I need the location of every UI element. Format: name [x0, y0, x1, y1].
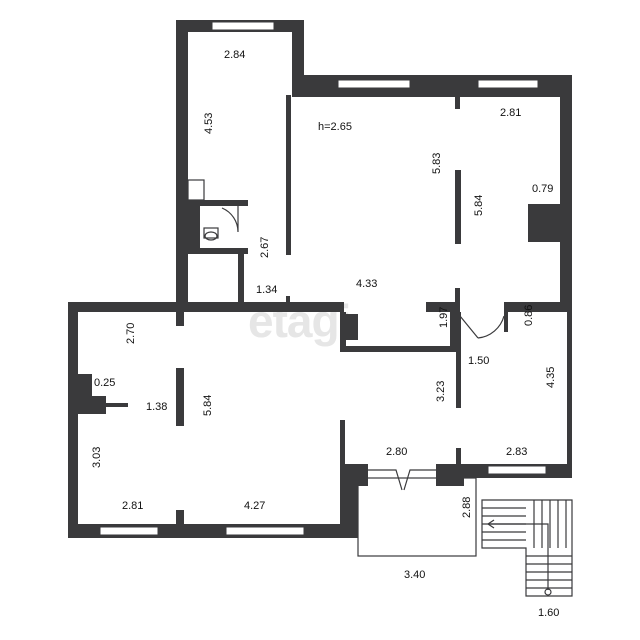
wall-wc-right: [238, 252, 244, 302]
wall-entrance-right: [436, 464, 464, 486]
dimensions: 2.84 4.53 h=2.65 2.81 5.83 5.84 0.79 2.6…: [91, 49, 559, 619]
wall-niche-left: [340, 312, 346, 352]
stairs: [481, 499, 573, 597]
dim-pillar-width: 0.25: [94, 377, 115, 389]
wall-partition-mid: [455, 170, 461, 244]
dim-niche-depth: 1.97: [438, 307, 450, 328]
wall-middle-far-right: [504, 302, 572, 312]
dim-left-hall-mid: 1.38: [146, 401, 167, 413]
dim-right-room-width: 2.83: [506, 446, 527, 458]
pillar-block: [78, 374, 92, 414]
dim-left-hall-lower: 3.03: [91, 447, 103, 468]
wall-right-room-right: [567, 302, 572, 477]
dim-bottom-left-width: 2.81: [122, 500, 143, 512]
toilet-icon: [203, 227, 219, 241]
wall-narrow-room-left: [176, 20, 188, 302]
windows: [99, 21, 547, 536]
wall-niche-inner: [346, 314, 358, 340]
doors: [221, 206, 505, 491]
window-right-room: [487, 465, 547, 475]
wall-partition-low: [455, 288, 460, 302]
dim-entrance-width: 2.80: [386, 446, 407, 458]
dim-column-width: 0.79: [532, 183, 553, 195]
wall-wc-bottom: [184, 248, 248, 254]
door-entrance: [368, 469, 436, 491]
wall-right-room-low: [456, 448, 461, 466]
wall-niche-right: [450, 312, 456, 352]
window-main-right: [477, 79, 539, 89]
door-vestibule: [459, 315, 505, 339]
dim-wc-length: 2.67: [259, 237, 271, 258]
dim-main-room-width: 4.33: [356, 278, 377, 290]
window-hall-left: [99, 526, 159, 536]
wall-middle-stub: [286, 296, 290, 304]
dim-top-room-width: 2.84: [224, 49, 245, 61]
pillar-block-side: [92, 396, 106, 414]
walls: [68, 20, 572, 538]
dim-left-hall-upper: 2.70: [125, 323, 137, 344]
dim-stair-width: 1.60: [538, 607, 559, 619]
window-narrow-room: [211, 21, 275, 31]
dim-main-room-depth-b: 5.84: [473, 195, 485, 216]
dim-center-depth: 3.23: [435, 381, 447, 402]
dim-left-hall-depth: 5.84: [202, 395, 214, 416]
wall-wc-left: [184, 200, 200, 252]
dim-porch-width: 3.40: [404, 569, 425, 581]
wall-right-room-left: [456, 312, 461, 408]
wall-wc-top: [184, 200, 248, 206]
wall-middle-left: [68, 302, 344, 312]
dim-top-room-length: 4.53: [203, 113, 215, 134]
dim-porch-depth: 2.88: [461, 497, 473, 518]
wall-main-left-stub: [286, 95, 291, 255]
dim-bottom-right-width: 4.27: [244, 500, 265, 512]
wall-entrance-left: [340, 464, 368, 486]
wall-right-room-door-stub: [504, 312, 508, 332]
dim-side-room-wall: 0.86: [523, 305, 535, 326]
dim-main-room-depth-a: 5.83: [431, 153, 443, 174]
dim-corridor-width: 1.34: [256, 284, 277, 296]
column: [528, 204, 560, 242]
wall-partition-top: [455, 97, 460, 109]
wall-hall-bottom-stub: [176, 510, 184, 524]
porch-outline: [357, 477, 477, 557]
window-hall-right: [225, 526, 305, 536]
wall-hall-mid-bar: [176, 368, 184, 426]
dim-vestibule-width: 1.50: [468, 355, 489, 367]
pillar-arm: [106, 403, 128, 407]
wall-niche-bottom: [340, 346, 456, 352]
door-wc: [221, 206, 239, 233]
wall-porch-corner: [340, 486, 358, 538]
wall-middle-right: [426, 302, 460, 312]
sink-icon: [187, 179, 205, 201]
dim-right-room-length: 4.35: [545, 367, 557, 388]
wall-main-right: [560, 75, 572, 309]
ceiling-height: h=2.65: [318, 121, 352, 133]
wall-hall-left: [68, 302, 78, 538]
dim-main-room-right-width: 2.81: [500, 107, 521, 119]
wall-center-lower: [340, 420, 345, 464]
wall-narrow-room-right-upper: [292, 20, 304, 80]
wall-hall-pillar-stub: [176, 312, 184, 326]
window-main-left: [337, 79, 411, 89]
